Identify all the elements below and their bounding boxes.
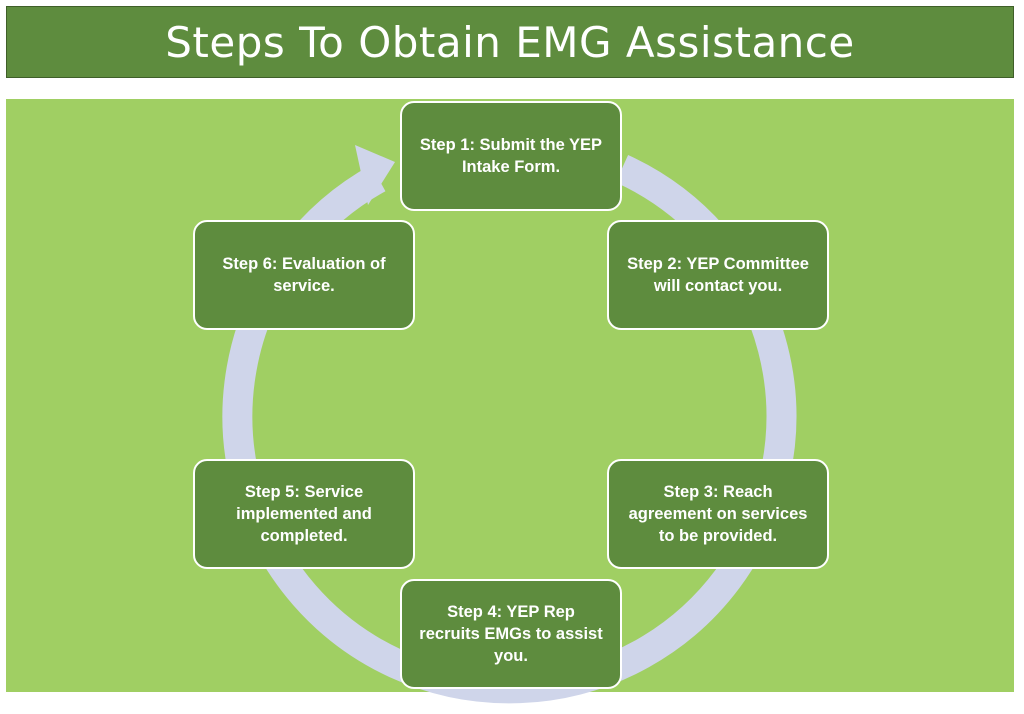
page-title: Steps To Obtain EMG Assistance — [165, 17, 855, 67]
step-5-box: Step 5: Service implemented and complete… — [193, 459, 415, 569]
step-4-label: Step 4: YEP Rep recruits EMGs to assist … — [419, 603, 603, 665]
step-4-box: Step 4: YEP Rep recruits EMGs to assist … — [400, 579, 622, 689]
step-1-box: Step 1: Submit the YEP Intake Form. — [400, 101, 622, 211]
step-3-box: Step 3: Reach agreement on services to b… — [607, 459, 829, 569]
step-2-box: Step 2: YEP Committee will contact you. — [607, 220, 829, 330]
cycle-arrowhead-icon — [355, 145, 395, 205]
step-3-label: Step 3: Reach agreement on services to b… — [628, 483, 808, 545]
step-6-box: Step 6: Evaluation of service. — [193, 220, 415, 330]
step-6-label: Step 6: Evaluation of service. — [222, 255, 386, 295]
title-bar: Steps To Obtain EMG Assistance — [6, 6, 1014, 78]
step-1-label: Step 1: Submit the YEP Intake Form. — [419, 136, 603, 176]
step-5-label: Step 5: Service implemented and complete… — [236, 483, 372, 545]
step-2-label: Step 2: YEP Committee will contact you. — [627, 255, 809, 295]
